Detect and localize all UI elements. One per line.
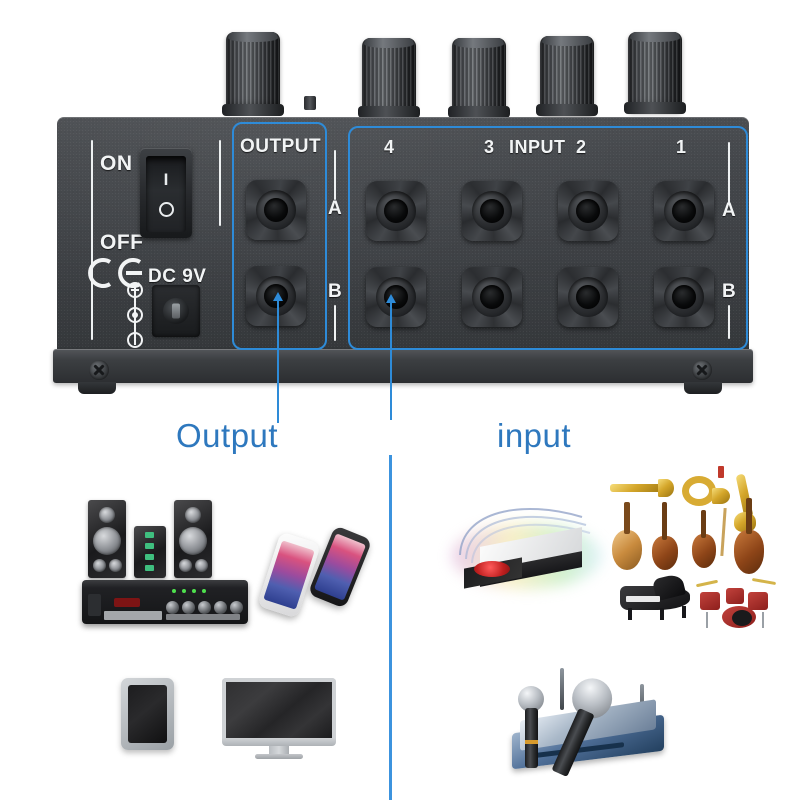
panel-foot-left	[78, 382, 116, 394]
speaker-left	[88, 500, 126, 578]
microphone-left-body	[525, 708, 538, 768]
input-jack-2a[interactable]	[558, 181, 618, 241]
power-on-symbol: I	[163, 170, 169, 189]
output-row-a-bracket	[334, 150, 336, 200]
tablet-screen	[128, 685, 167, 743]
grand-piano-icon	[620, 572, 692, 620]
knob-4[interactable]	[540, 36, 594, 116]
knob-base-2	[358, 106, 420, 118]
trumpet-icon	[610, 484, 666, 492]
instrument-accent-mark	[718, 466, 724, 478]
input-callout-label: input	[497, 417, 572, 454]
tablet-illustration	[121, 678, 174, 750]
output-section-title: OUTPUT	[240, 136, 322, 157]
section-divider-line	[389, 455, 392, 800]
input-channel-4-label: 4	[384, 137, 395, 157]
input-section-title: INPUT	[509, 137, 566, 157]
input-jack-3b[interactable]	[462, 267, 522, 327]
input-row-a-bracket	[728, 142, 730, 204]
wireless-microphone-illustration	[490, 668, 690, 778]
monitor-chin	[222, 738, 336, 746]
monitor-neck	[269, 746, 289, 756]
panel-foot-right	[684, 382, 722, 394]
monitor-foot	[255, 754, 303, 759]
output-row-b-bracket	[334, 305, 336, 341]
power-on-label: ON	[100, 152, 133, 175]
dc-power-label: DC 9V	[148, 266, 207, 287]
phone-white	[256, 531, 322, 619]
ce-mark-icon	[88, 258, 148, 288]
output-row-b-label: B	[328, 281, 343, 302]
speaker-center	[134, 526, 166, 578]
output-leader-line	[277, 298, 279, 423]
french-horn-icon	[682, 476, 716, 506]
electric-bass-neck	[662, 502, 667, 540]
receiver-antenna-left	[560, 668, 564, 710]
input-jack-4a[interactable]	[366, 181, 426, 241]
cello-body	[734, 530, 764, 574]
input-jack-2b[interactable]	[558, 267, 618, 327]
desktop-monitor-illustration	[222, 678, 336, 759]
drum-kit-icon	[695, 574, 777, 628]
output-leader-arrow	[273, 292, 283, 301]
power-group-divider	[91, 140, 93, 340]
knob-base-4	[536, 104, 598, 116]
knob-2[interactable]	[362, 38, 416, 118]
input-channel-2-label: 2	[576, 137, 587, 157]
input-jack-4b[interactable]	[366, 267, 426, 327]
input-row-b-label: B	[722, 281, 737, 302]
amplifier-unit	[82, 580, 248, 624]
input-leader-line	[390, 300, 392, 420]
input-jack-1b[interactable]	[654, 267, 714, 327]
speaker-right	[174, 500, 212, 578]
knob-3[interactable]	[452, 38, 506, 118]
input-jack-1a[interactable]	[654, 181, 714, 241]
microphone-left-head	[518, 686, 544, 712]
output-callout-label: Output	[176, 417, 279, 454]
output-group-divider	[219, 140, 221, 226]
french-horn-bell	[712, 488, 730, 504]
violin-neck	[701, 510, 706, 538]
panel-post	[304, 96, 316, 110]
panel-screw-left	[89, 360, 109, 380]
cd-disc	[474, 561, 510, 577]
monitor-screen	[222, 678, 336, 738]
violin-bow	[720, 507, 727, 557]
cd-player-illustration	[452, 495, 604, 605]
polarity-diagram-icon	[124, 282, 146, 348]
output-jack-a[interactable]	[246, 180, 306, 240]
knob-1[interactable]	[226, 32, 280, 112]
power-switch[interactable]: I	[140, 148, 192, 238]
input-jack-3a[interactable]	[462, 181, 522, 241]
trumpet-bell	[658, 479, 674, 497]
input-row-b-bracket	[728, 305, 730, 339]
instruments-illustration	[608, 466, 777, 628]
power-switch-rocker[interactable]: I	[146, 156, 186, 232]
knob-base-5	[624, 102, 686, 114]
acoustic-guitar-body	[612, 530, 642, 570]
panel-screw-right	[692, 360, 712, 380]
saxophone-bell	[734, 512, 756, 532]
input-channel-3-label: 3	[484, 137, 495, 157]
input-row-a-label: A	[722, 200, 737, 221]
cello-neck	[746, 498, 752, 534]
panel-bottom-lip	[53, 349, 753, 383]
input-leader-arrow	[386, 294, 396, 303]
power-off-symbol	[158, 202, 174, 217]
electric-bass-body	[652, 536, 678, 570]
violin-body	[692, 534, 716, 568]
power-off-label: OFF	[100, 231, 144, 254]
output-row-a-label: A	[328, 198, 343, 219]
knob-base-1	[222, 104, 284, 116]
knob-base-3	[448, 106, 510, 118]
knob-5[interactable]	[628, 32, 682, 112]
input-channel-1-label: 1	[676, 137, 687, 157]
speaker-system-illustration	[82, 498, 252, 628]
smartphones-illustration	[256, 525, 378, 620]
acoustic-guitar-neck	[624, 502, 630, 534]
dc-power-jack[interactable]	[152, 285, 200, 337]
phone-black	[307, 525, 373, 609]
